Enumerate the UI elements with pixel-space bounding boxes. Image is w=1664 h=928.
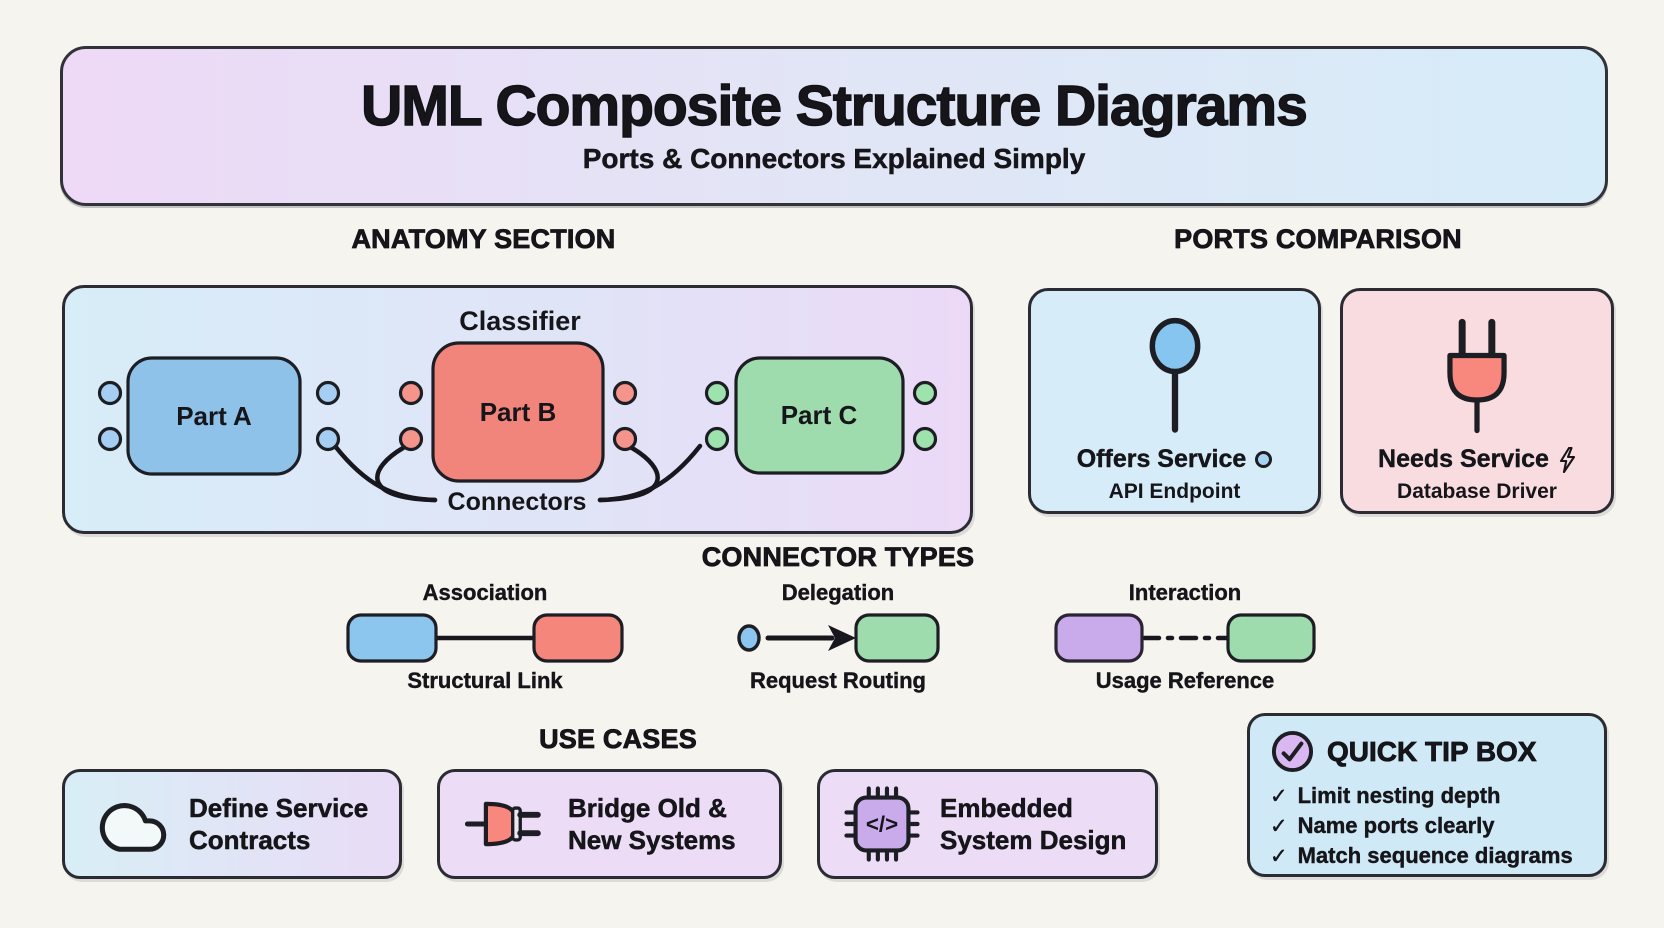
anatomy-diagram: Classifier Part A Part B Part C bbox=[97, 306, 938, 516]
part-b-label: Part B bbox=[480, 397, 557, 427]
association-title: Association bbox=[422, 580, 548, 605]
part-a-label: Part A bbox=[176, 401, 252, 431]
port-b-left-top bbox=[398, 380, 424, 406]
title-banner: UML Composite Structure Diagrams Ports &… bbox=[60, 46, 1608, 206]
plug-icon bbox=[464, 801, 541, 847]
connectors-label: Connectors bbox=[448, 488, 587, 516]
connector-curve-c-left bbox=[597, 443, 703, 503]
needs-service-subtitle: Database Driver bbox=[1397, 480, 1557, 503]
part-a-box bbox=[126, 356, 302, 476]
connector-type-interaction: Interaction Usage Reference bbox=[1040, 580, 1330, 694]
parts bbox=[126, 341, 905, 483]
use-case-label: Define Service Contracts bbox=[189, 792, 369, 855]
port-a-left-top bbox=[97, 380, 123, 406]
ports bbox=[97, 380, 938, 452]
port-b-right-bottom bbox=[612, 426, 638, 452]
check-circle-icon bbox=[1271, 730, 1314, 773]
offers-service-title-row: Offers Service bbox=[1077, 445, 1273, 474]
quick-tip-title: QUICK TIP BOX bbox=[1327, 735, 1537, 767]
classifier-label: Classifier bbox=[459, 306, 581, 336]
association-blue-box bbox=[346, 613, 438, 663]
connector-curve-b-left bbox=[375, 445, 438, 503]
cloud-icon bbox=[99, 803, 167, 852]
offers-service-card: Offers Service API Endpoint bbox=[1028, 288, 1321, 514]
chip-icon: </> bbox=[844, 786, 920, 862]
delegation-arrowhead bbox=[828, 625, 856, 651]
chip-code-glyph: </> bbox=[866, 811, 898, 836]
delegation-caption: Request Routing bbox=[750, 668, 926, 693]
connector-curve-b-right bbox=[597, 445, 660, 503]
interaction-art bbox=[1054, 613, 1316, 663]
needs-service-title-row: Needs Service bbox=[1378, 445, 1576, 474]
checkmark-icon: ✓ bbox=[1270, 845, 1288, 868]
use-case-label: Embedded System Design bbox=[940, 792, 1127, 855]
use-case-define-service-contracts: Define Service Contracts bbox=[62, 769, 402, 879]
checkmark-icon: ✓ bbox=[1270, 785, 1288, 808]
port-a-left-bottom bbox=[97, 426, 123, 452]
association-caption: Structural Link bbox=[407, 668, 563, 693]
lollipop-icon-wrap bbox=[1134, 291, 1216, 435]
checkmark-icon: ✓ bbox=[1270, 815, 1288, 838]
needs-service-card: Needs Service Database Driver bbox=[1340, 288, 1614, 514]
delegation-art bbox=[737, 613, 940, 663]
interaction-purple-box bbox=[1054, 613, 1144, 663]
tip-item: ✓ Match sequence diagrams bbox=[1270, 842, 1586, 871]
classifier-box: Classifier Part A Part B Part C bbox=[62, 285, 973, 534]
port-c-left-bottom bbox=[704, 426, 730, 452]
delegation-title: Delegation bbox=[781, 580, 895, 605]
association-art bbox=[346, 613, 624, 663]
quick-tip-list: ✓ Limit nesting depth ✓ Name ports clear… bbox=[1270, 782, 1586, 871]
anatomy-section-heading: ANATOMY SECTION bbox=[351, 224, 616, 255]
page-subtitle: Ports & Connectors Explained Simply bbox=[582, 143, 1086, 175]
lightning-bolt-icon bbox=[1559, 446, 1576, 473]
port-a-right-top bbox=[315, 380, 341, 406]
use-case-label: Bridge Old & New Systems bbox=[568, 792, 736, 855]
use-cases-heading: USE CASES bbox=[539, 724, 697, 755]
port-c-left-top bbox=[704, 380, 730, 406]
lollipop-port-icon bbox=[1149, 317, 1200, 433]
connector-curves bbox=[332, 443, 703, 503]
interaction-caption: Usage Reference bbox=[1095, 668, 1275, 693]
ports-comparison-heading: PORTS COMPARISON bbox=[1174, 224, 1462, 255]
part-c-label: Part C bbox=[781, 400, 858, 430]
offers-service-title: Offers Service bbox=[1076, 445, 1247, 473]
port-c-right-top bbox=[912, 380, 938, 406]
use-case-embedded-system-design: </> Embedded System Design bbox=[817, 769, 1158, 879]
quick-tip-header: QUICK TIP BOX bbox=[1270, 729, 1586, 774]
interaction-title: Interaction bbox=[1128, 580, 1242, 605]
connector-type-association: Association Structural Link bbox=[340, 580, 630, 694]
needs-service-title: Needs Service bbox=[1378, 445, 1549, 473]
tip-item: ✓ Name ports clearly bbox=[1270, 812, 1586, 841]
delegation-green-box bbox=[854, 613, 940, 663]
plug-icon-wrap bbox=[1429, 291, 1525, 435]
offers-service-subtitle: API Endpoint bbox=[1108, 480, 1241, 503]
use-case-bridge-old-new-systems: Bridge Old & New Systems bbox=[437, 769, 782, 879]
interaction-green-box bbox=[1226, 613, 1316, 663]
association-red-box bbox=[532, 613, 624, 663]
connector-type-delegation: Delegation Request Routing bbox=[700, 580, 976, 694]
part-b-box bbox=[431, 341, 605, 483]
port-b-left-bottom bbox=[398, 426, 424, 452]
provided-interface-circle-icon bbox=[1255, 451, 1273, 468]
part-c-box bbox=[734, 356, 905, 475]
tip-item-text: Match sequence diagrams bbox=[1297, 843, 1573, 868]
plug-port-icon bbox=[1447, 318, 1507, 434]
quick-tip-box: QUICK TIP BOX ✓ Limit nesting depth ✓ Na… bbox=[1247, 713, 1607, 877]
port-a-right-bottom bbox=[315, 426, 341, 452]
tip-item-text: Limit nesting depth bbox=[1297, 783, 1501, 808]
port-c-right-bottom bbox=[912, 426, 938, 452]
delegation-port-circle bbox=[737, 624, 761, 652]
port-b-right-top bbox=[612, 380, 638, 406]
page-title: UML Composite Structure Diagrams bbox=[360, 73, 1308, 138]
connector-types-heading: CONNECTOR TYPES bbox=[701, 542, 975, 573]
tip-item: ✓ Limit nesting depth bbox=[1270, 782, 1586, 811]
tip-item-text: Name ports clearly bbox=[1297, 813, 1495, 838]
